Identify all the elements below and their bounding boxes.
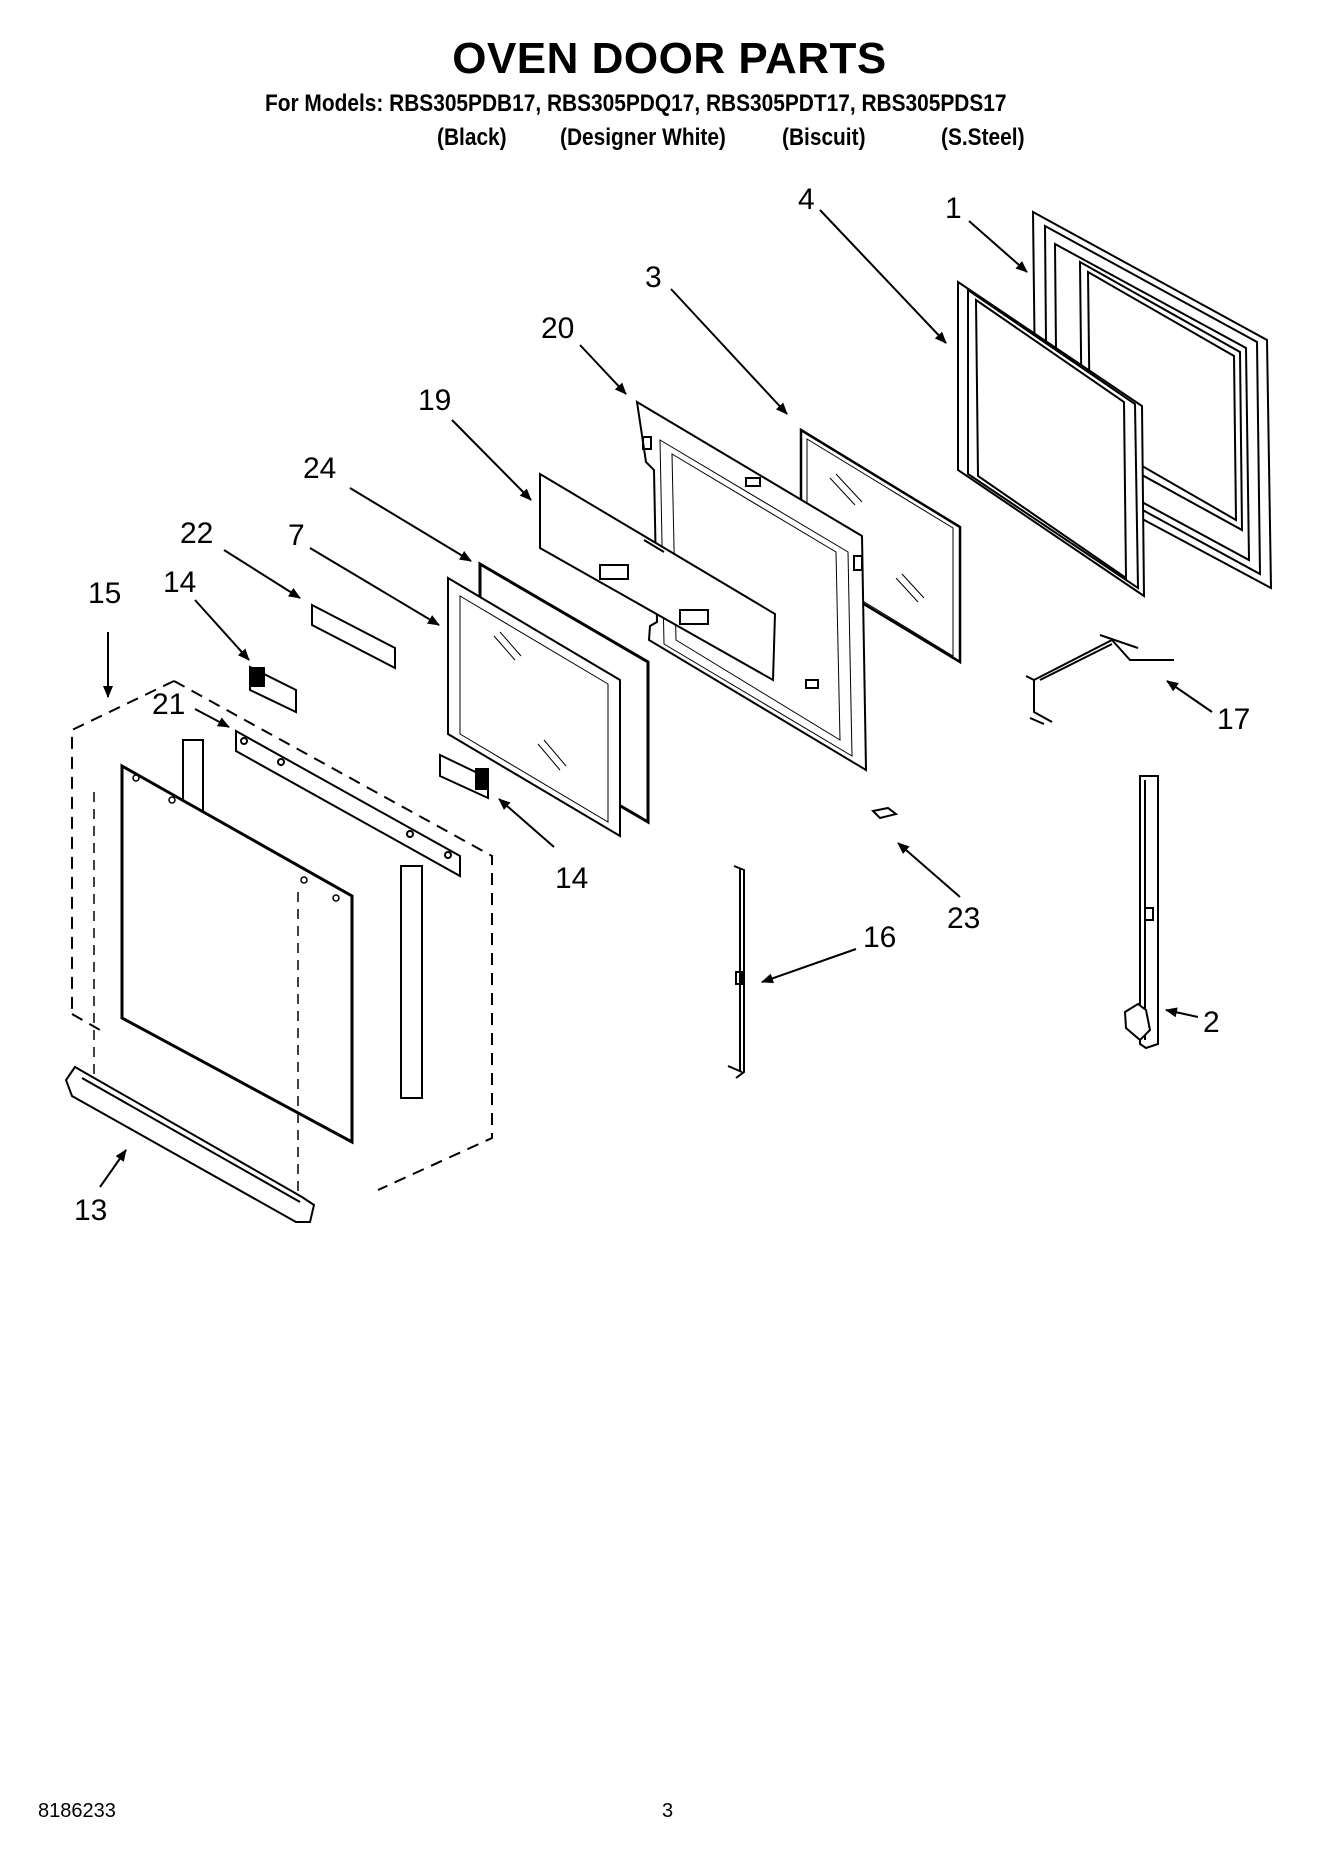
callout-20: 20 bbox=[541, 312, 574, 345]
part-4-door-frame bbox=[957, 280, 1146, 598]
callout-23: 23 bbox=[947, 902, 980, 935]
part-19-baffle bbox=[539, 472, 777, 682]
part-20-inner-liner bbox=[635, 400, 868, 772]
callout-16: 16 bbox=[863, 921, 896, 954]
callout-15: 15 bbox=[88, 577, 121, 610]
callout-14-lower: 14 bbox=[555, 862, 588, 895]
callout-7: 7 bbox=[288, 519, 305, 552]
callout-arrows bbox=[99, 209, 1213, 1188]
callout-labels: 1 2 3 4 7 13 14 14 15 16 17 19 20 21 22 … bbox=[74, 183, 1250, 1227]
callout-13: 13 bbox=[74, 1194, 107, 1227]
finish-label-stainless: (S.Steel) bbox=[941, 124, 1025, 151]
part-15-door-assembly-outline bbox=[71, 680, 493, 1191]
part-23-clip bbox=[870, 806, 899, 820]
callout-19: 19 bbox=[418, 384, 451, 417]
callout-17: 17 bbox=[1217, 703, 1250, 736]
callout-1: 1 bbox=[945, 192, 962, 225]
part-13-handle bbox=[64, 1065, 316, 1223]
part-2-channel bbox=[1123, 775, 1159, 1050]
callout-4: 4 bbox=[798, 183, 815, 216]
callout-14-upper: 14 bbox=[163, 566, 196, 599]
part-14-hinge-bracket-upper bbox=[249, 665, 297, 714]
models-line: For Models: RBS305PDB17, RBS305PDQ17, RB… bbox=[265, 90, 1007, 117]
assembly-leader-lines bbox=[93, 792, 299, 1200]
part-16-vent-bracket bbox=[727, 865, 745, 1079]
callout-21: 21 bbox=[152, 688, 185, 721]
callout-24: 24 bbox=[303, 452, 336, 485]
part-7-door-glass bbox=[447, 576, 621, 838]
part-21-trim-strip bbox=[235, 729, 461, 878]
part-22-spacer bbox=[311, 603, 396, 670]
finish-label-black: (Black) bbox=[437, 124, 507, 151]
callout-2: 2 bbox=[1203, 1006, 1220, 1039]
finish-label-biscuit: (Biscuit) bbox=[782, 124, 866, 151]
document-number: 8186233 bbox=[38, 1800, 116, 1822]
page-number: 3 bbox=[662, 1800, 674, 1822]
part-17-bracket bbox=[1025, 634, 1174, 725]
callout-22: 22 bbox=[180, 517, 213, 550]
door-panel bbox=[120, 763, 354, 1145]
finish-label-designer-white: (Designer White) bbox=[560, 124, 726, 151]
side-insulation-strips bbox=[182, 739, 423, 1099]
part-14-hinge-bracket-lower bbox=[439, 753, 489, 800]
page-title: OVEN DOOR PARTS bbox=[452, 34, 887, 83]
callout-3: 3 bbox=[645, 261, 662, 294]
